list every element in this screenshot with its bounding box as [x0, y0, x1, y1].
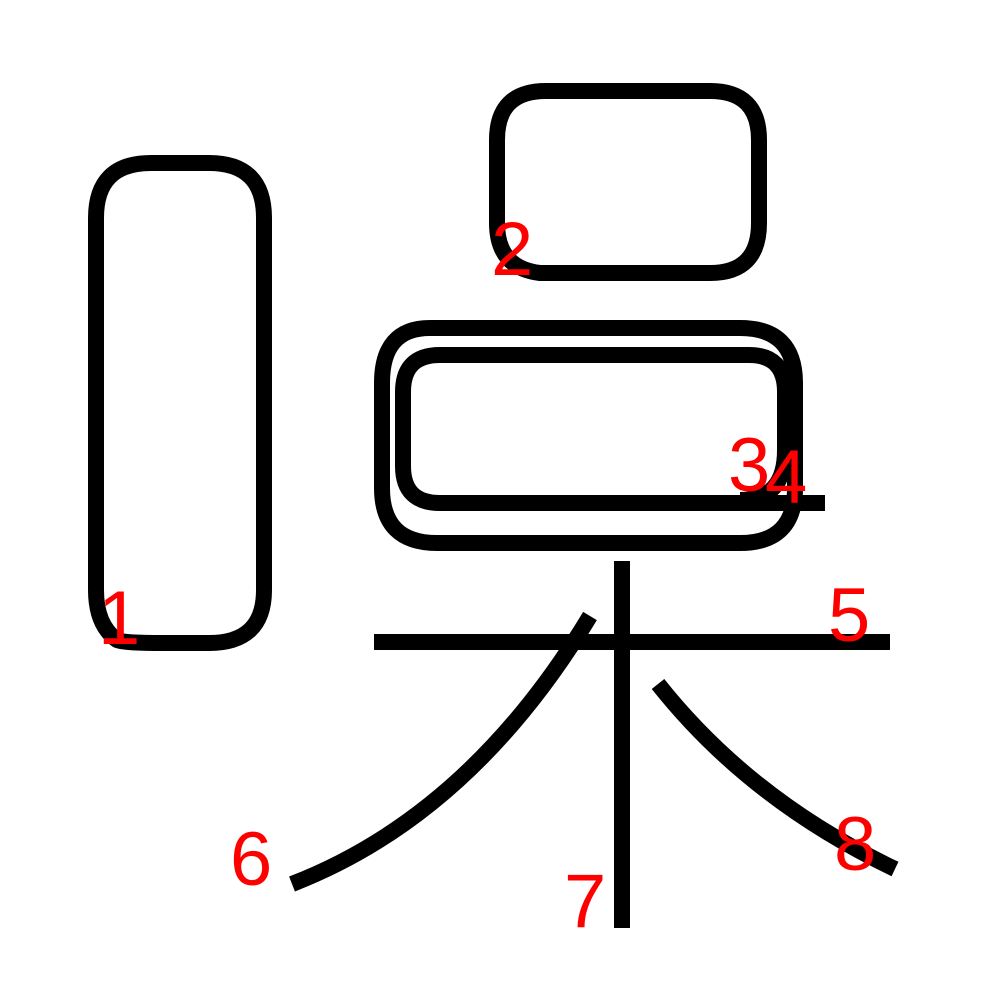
stroke-label-7: 7 [564, 859, 606, 944]
stroke-1 [88, 155, 272, 651]
stroke-label-4: 4 [765, 435, 807, 520]
stroke-3 [374, 320, 803, 551]
stroke-4 [395, 347, 825, 511]
stroke-8 [651, 679, 899, 877]
stroke-2 [489, 83, 767, 281]
stroke-label-3: 3 [728, 423, 770, 508]
stroke-label-2: 2 [491, 207, 533, 292]
stroke-label-1: 1 [98, 576, 140, 661]
stroke-label-5: 5 [828, 573, 870, 658]
stroke-label-6: 6 [230, 817, 272, 902]
stroke-label-8: 8 [834, 802, 876, 887]
stroke-6 [289, 611, 597, 892]
